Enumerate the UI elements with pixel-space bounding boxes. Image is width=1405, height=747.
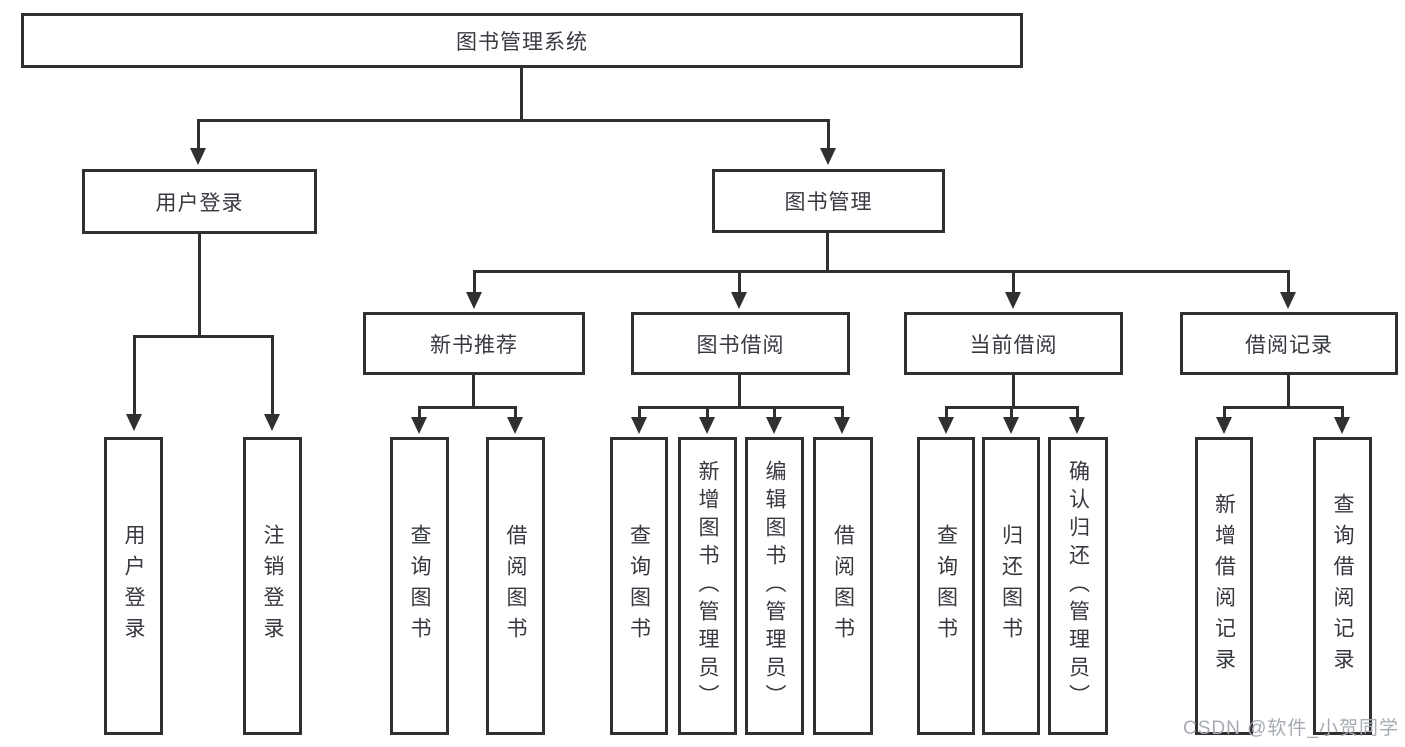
leaf-record-query-label: 查询借阅记录 [1331, 493, 1354, 679]
node-borrow-record: 借阅记录 [1180, 312, 1398, 375]
connector-line [197, 119, 830, 122]
node-current-borrow: 当前借阅 [904, 312, 1123, 375]
node-book-borrow-label: 图书借阅 [696, 333, 785, 357]
leaf-logout: 注销登录 [243, 437, 302, 735]
leaf-record-add: 新增借阅记录 [1195, 437, 1253, 735]
leaf-borrow-edit-label: 编辑图书（管理员） [763, 460, 786, 712]
connector-line [473, 270, 1290, 273]
leaf-record-add-label: 新增借阅记录 [1212, 493, 1236, 679]
connector-line [473, 270, 476, 293]
arrow-down-icon [699, 417, 715, 434]
leaf-borrow-query: 查询图书 [610, 437, 668, 735]
node-user-login: 用户登录 [82, 169, 317, 234]
arrow-down-icon [411, 417, 427, 434]
node-book-mgmt-label: 图书管理 [784, 191, 873, 214]
leaf-newbook-borrow-label: 借阅图书 [504, 524, 527, 648]
connector-line [738, 270, 741, 293]
connector-line [1223, 406, 1343, 409]
arrow-down-icon [190, 148, 206, 165]
connector-line [514, 406, 517, 418]
connector-line [638, 406, 844, 409]
node-book-mgmt: 图书管理 [712, 169, 945, 233]
leaf-user-login: 用户登录 [104, 437, 163, 735]
connector-line [271, 335, 274, 416]
arrow-down-icon [1216, 417, 1232, 434]
leaf-newbook-borrow: 借阅图书 [486, 437, 545, 735]
node-new-book-label: 新书推荐 [430, 333, 518, 357]
node-user-login-label: 用户登录 [155, 191, 244, 215]
connector-line [738, 375, 741, 409]
connector-line [472, 375, 475, 409]
leaf-borrow-book-label: 借阅图书 [831, 524, 855, 648]
leaf-borrow-query-label: 查询图书 [627, 524, 651, 648]
connector-line [1012, 375, 1015, 409]
leaf-current-return: 归还图书 [982, 437, 1040, 735]
arrow-down-icon [264, 414, 280, 431]
arrow-down-icon [126, 414, 142, 431]
connector-line [1076, 406, 1079, 418]
connector-line [841, 406, 844, 418]
connector-line [638, 406, 641, 418]
node-current-borrow-label: 当前借阅 [969, 333, 1058, 357]
node-root: 图书管理系统 [21, 13, 1023, 68]
connector-line [706, 406, 709, 418]
arrow-down-icon [1069, 417, 1085, 434]
connector-line [418, 406, 517, 409]
leaf-user-login-label: 用户登录 [122, 524, 145, 648]
arrow-down-icon [507, 417, 523, 434]
connector-line [773, 406, 776, 418]
connector-line [826, 233, 829, 273]
arrow-down-icon [631, 417, 647, 434]
connector-line [520, 66, 523, 121]
connector-line [1287, 375, 1290, 409]
leaf-current-return-label: 归还图书 [999, 524, 1023, 648]
connector-line [418, 406, 421, 418]
connector-line [197, 119, 200, 150]
leaf-current-confirm-label: 确认归还（管理员） [1066, 460, 1090, 712]
arrow-down-icon [834, 417, 850, 434]
connector-line [1012, 270, 1015, 293]
leaf-newbook-query: 查询图书 [390, 437, 449, 735]
connector-line [198, 234, 201, 337]
leaf-current-query: 查询图书 [917, 437, 975, 735]
node-root-label: 图书管理系统 [456, 30, 588, 54]
leaf-borrow-add-label: 新增图书（管理员） [696, 460, 719, 712]
leaf-current-query-label: 查询图书 [934, 524, 958, 648]
connector-line [1287, 270, 1290, 293]
leaf-borrow-add: 新增图书（管理员） [678, 437, 737, 735]
leaf-record-query: 查询借阅记录 [1313, 437, 1372, 735]
arrow-down-icon [766, 417, 782, 434]
arrow-down-icon [938, 417, 954, 434]
connector-line [1010, 406, 1013, 418]
connector-line [1223, 406, 1226, 418]
arrow-down-icon [1280, 292, 1296, 309]
csdn-watermark: CSDN @软件_小贺同学 [1183, 718, 1399, 739]
leaf-logout-label: 注销登录 [261, 524, 284, 648]
leaf-borrow-edit: 编辑图书（管理员） [745, 437, 804, 735]
arrow-down-icon [1003, 417, 1019, 434]
connector-line [1341, 406, 1344, 418]
leaf-current-confirm: 确认归还（管理员） [1048, 437, 1108, 735]
arrow-down-icon [731, 292, 747, 309]
arrow-down-icon [1005, 292, 1021, 309]
leaf-newbook-query-label: 查询图书 [408, 524, 431, 648]
node-borrow-record-label: 借阅记录 [1245, 333, 1333, 357]
arrow-down-icon [820, 148, 836, 165]
node-book-borrow: 图书借阅 [631, 312, 850, 375]
connector-line [133, 335, 273, 338]
node-new-book: 新书推荐 [363, 312, 585, 375]
connector-line [827, 119, 830, 150]
connector-line [945, 406, 948, 418]
connector-line [133, 335, 136, 416]
arrow-down-icon [466, 292, 482, 309]
arrow-down-icon [1334, 417, 1350, 434]
leaf-borrow-book: 借阅图书 [813, 437, 873, 735]
